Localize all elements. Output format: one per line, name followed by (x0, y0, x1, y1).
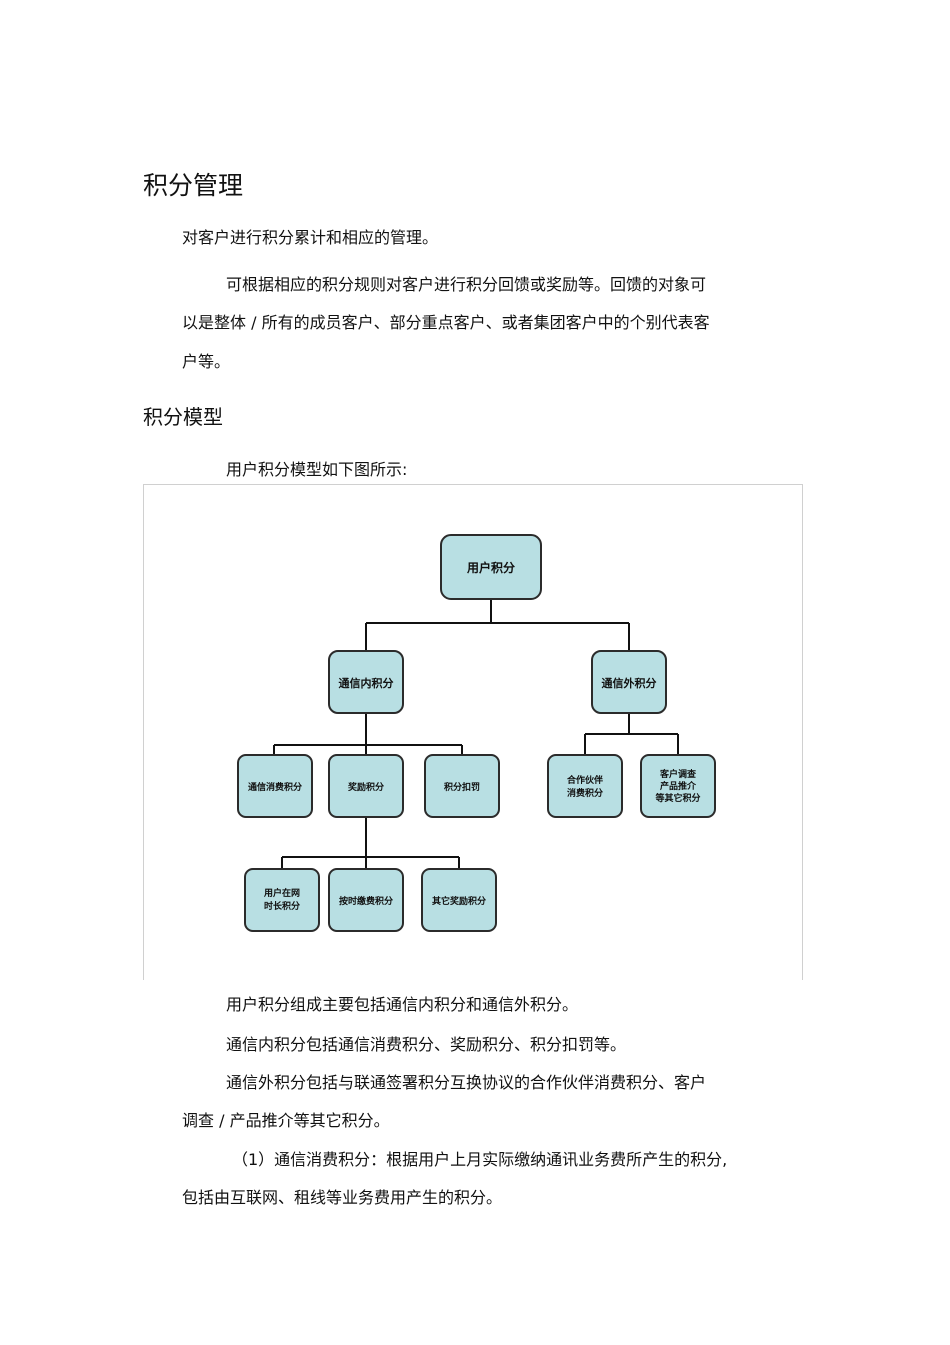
node-survey-points: 客户调查 产品推介 等其它积分 (640, 754, 716, 818)
item1-line-1: （1）通信消费积分：根据用户上月实际缴纳通讯业务费所产生的积分, (232, 1150, 728, 1169)
node-ontime-points: 按时缴费积分 (328, 868, 404, 932)
node-reward-points-label: 奖励积分 (348, 781, 384, 793)
outer-points-line-2: 调查 / 产品推介等其它积分。 (182, 1111, 390, 1130)
node-deduction-points-label: 积分扣罚 (444, 781, 480, 793)
node-other-reward-points-label: 其它奖励积分 (432, 895, 486, 907)
node-consumption-points-label: 通信消费积分 (248, 781, 302, 793)
node-inner-points: 通信内积分 (328, 650, 404, 714)
diagram-canvas: 用户积分 通信内积分 通信外积分 通信消费积分 奖励积分 积分扣罚 合作伙伴 (237, 534, 716, 932)
node-inner-points-label: 通信内积分 (339, 676, 394, 690)
inner-points-paragraph: 通信内积分包括通信消费积分、奖励积分、积分扣罚等。 (226, 1035, 627, 1054)
node-outer-points: 通信外积分 (591, 650, 667, 714)
node-survey-points-label-1: 客户调查 (659, 768, 697, 780)
node-tenure-points-label-1: 用户在网 (263, 887, 300, 899)
node-reward-points: 奖励积分 (328, 754, 404, 818)
outer-points-line-1: 通信外积分包括与联通签署积分互换协议的合作伙伴消费积分、客户 (226, 1073, 707, 1092)
intro-paragraph: 对客户进行积分累计和相应的管理。 (182, 228, 439, 247)
description-line-1: 可根据相应的积分规则对客户进行积分回馈或奖励等。回馈的对象可 (226, 275, 707, 294)
model-intro-paragraph: 用户积分模型如下图所示: (226, 460, 408, 479)
diagram-connectors (273, 599, 679, 869)
node-outer-points-label: 通信外积分 (602, 676, 657, 690)
page-title: 积分管理 (143, 171, 244, 200)
node-survey-points-label-3: 等其它积分 (654, 792, 700, 804)
node-consumption-points: 通信消费积分 (237, 754, 313, 818)
node-user-points-label: 用户积分 (466, 560, 515, 575)
node-survey-points-label-2: 产品推介 (660, 780, 697, 792)
node-tenure-points: 用户在网 时长积分 (244, 868, 320, 932)
section-heading-model: 积分模型 (143, 405, 223, 429)
node-other-reward-points: 其它奖励积分 (421, 868, 497, 932)
node-ontime-points-label: 按时缴费积分 (339, 895, 393, 907)
item1-line-2: 包括由互联网、租线等业务费用产生的积分。 (182, 1188, 503, 1207)
node-tenure-points-label-2: 时长积分 (264, 900, 300, 912)
description-line-3: 户等。 (182, 352, 231, 371)
node-user-points: 用户积分 (440, 534, 542, 600)
node-partner-points: 合作伙伴 消费积分 (547, 754, 623, 818)
composition-paragraph: 用户积分组成主要包括通信内积分和通信外积分。 (226, 995, 579, 1014)
description-line-2: 以是整体 / 所有的成员客户、部分重点客户、或者集团客户中的个别代表客 (182, 313, 710, 332)
node-partner-points-label-1: 合作伙伴 (567, 774, 603, 786)
node-partner-points-label-2: 消费积分 (567, 787, 603, 799)
points-model-diagram: 用户积分 通信内积分 通信外积分 通信消费积分 奖励积分 积分扣罚 合作伙伴 (143, 484, 803, 980)
node-deduction-points: 积分扣罚 (424, 754, 500, 818)
